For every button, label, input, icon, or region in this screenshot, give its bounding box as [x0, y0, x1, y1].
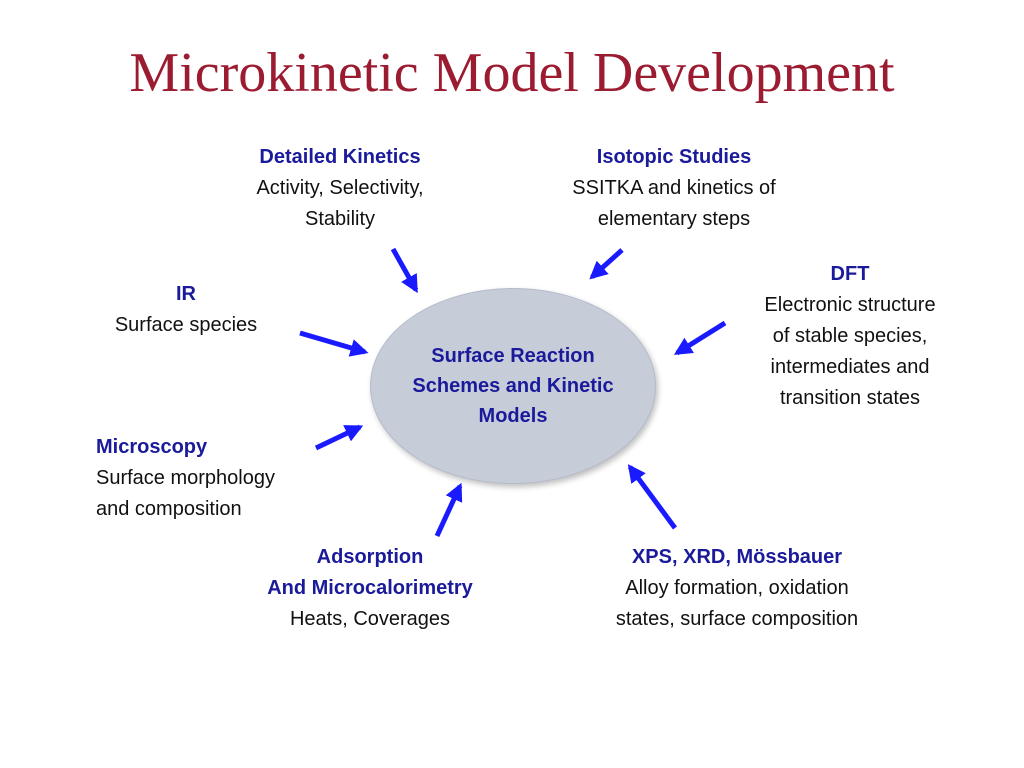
node-heading: IR	[176, 283, 196, 305]
node-heading: Isotopic Studies	[596, 146, 752, 168]
node-text: Alloy formation, oxidation	[625, 577, 849, 599]
arrow-microscopy	[314, 424, 364, 451]
node-text: elementary steps	[597, 208, 751, 230]
arrow-dft	[673, 320, 727, 356]
arrow-ir	[299, 330, 369, 357]
central-label: Surface Reaction Schemes and Kinetic Mod…	[412, 345, 614, 427]
node-microscopy: Microscopy Surface morphology and compos…	[96, 432, 346, 525]
node-heading: Adsorption	[316, 546, 424, 568]
node-ir: IR Surface species	[86, 279, 286, 341]
node-heading: And Microcalorimetry	[267, 577, 473, 599]
node-detailed-kinetics: Detailed Kinetics Activity, Selectivity,…	[210, 142, 470, 235]
node-text: Stability	[304, 208, 376, 230]
node-text: and composition	[96, 498, 242, 520]
node-xps: XPS, XRD, Mössbauer Alloy formation, oxi…	[567, 542, 907, 635]
node-text: intermediates and	[770, 356, 930, 378]
node-heading: Microscopy	[96, 436, 208, 458]
node-heading: DFT	[830, 263, 870, 285]
arrow-adsorption	[434, 482, 463, 538]
node-adsorption: Adsorption And Microcalorimetry Heats, C…	[220, 542, 520, 635]
arrow-detailed-kinetics	[390, 247, 419, 294]
node-isotopic-studies: Isotopic Studies SSITKA and kinetics of …	[524, 142, 824, 235]
node-text: of stable species,	[772, 325, 928, 347]
node-text: Heats, Coverages	[289, 608, 451, 630]
slide-title: Microkinetic Model Development	[129, 42, 895, 104]
node-text: Surface morphology	[96, 467, 275, 489]
central-ellipse: Surface Reaction Schemes and Kinetic Mod…	[370, 288, 656, 484]
node-text: Surface species	[114, 314, 258, 336]
node-text: states, surface composition	[615, 608, 859, 630]
node-text: Activity, Selectivity,	[256, 177, 424, 199]
node-text: Electronic structure	[764, 294, 936, 316]
node-heading: XPS, XRD, Mössbauer	[631, 546, 843, 568]
node-text: transition states	[779, 387, 921, 409]
arrow-isotopic-studies	[589, 248, 624, 280]
node-heading: Detailed Kinetics	[259, 146, 421, 168]
arrow-xps	[627, 464, 678, 530]
node-dft: DFT Electronic structure of stable speci…	[730, 259, 970, 414]
node-text: SSITKA and kinetics of	[572, 177, 776, 199]
